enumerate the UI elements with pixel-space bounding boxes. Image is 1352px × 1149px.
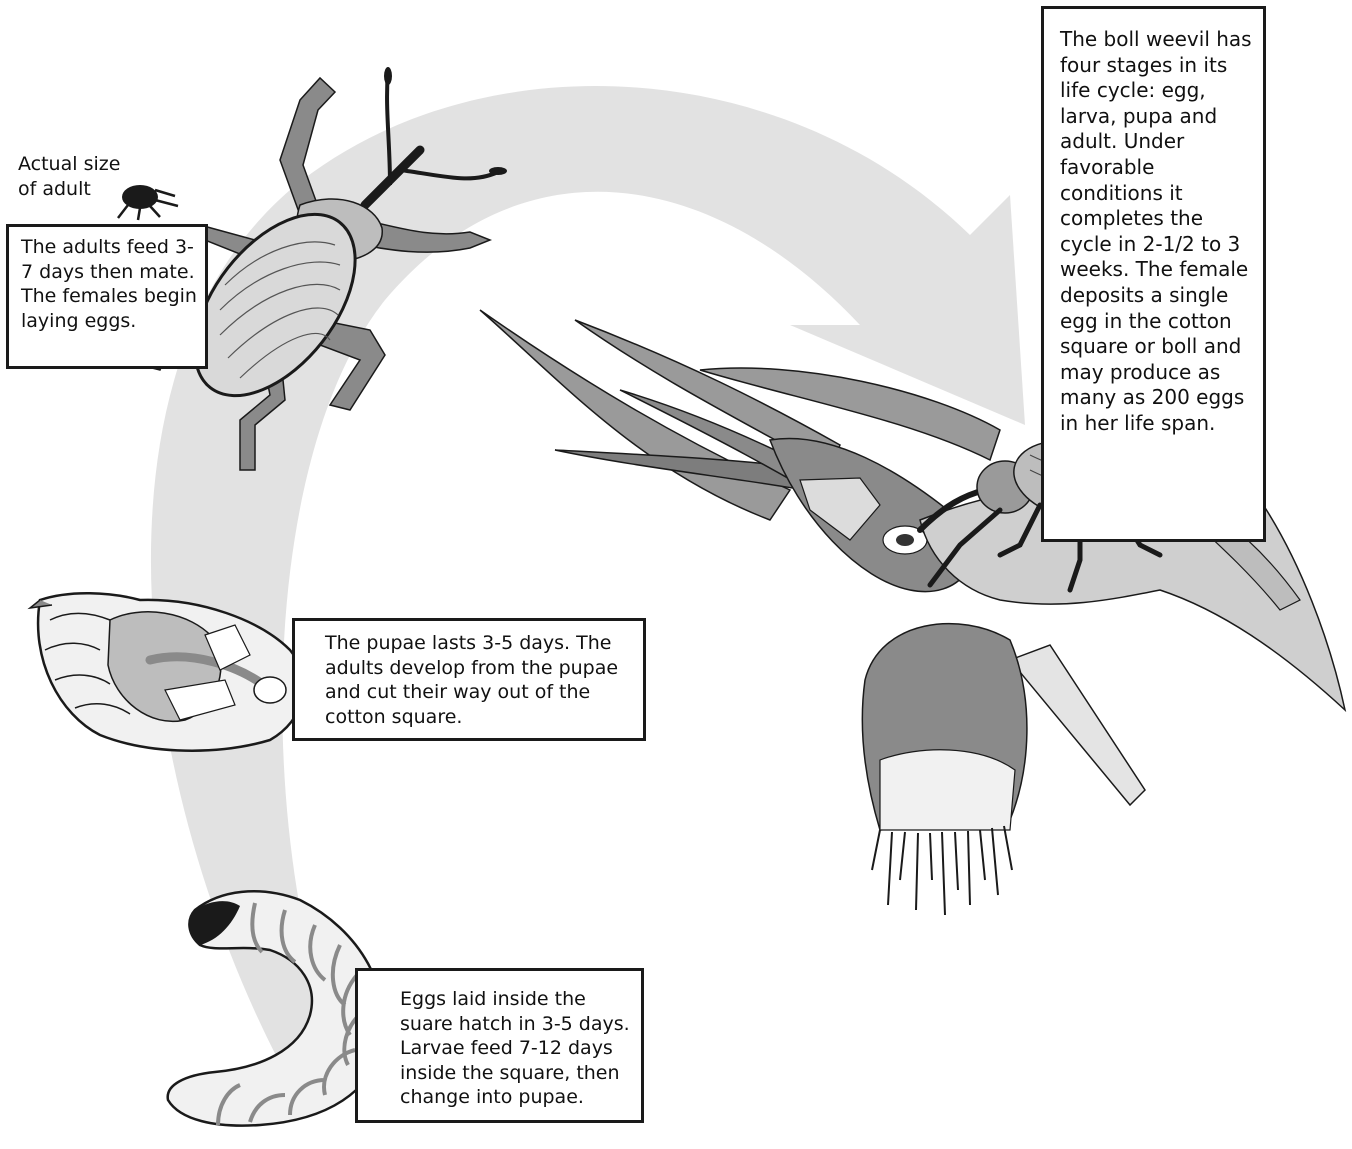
boll-weevil-actual-size-icon [118, 185, 178, 220]
larva-stage-callout: Eggs laid inside the suare hatch in 3-5 … [355, 968, 644, 1123]
actual-size-label: Actual size of adult [18, 152, 120, 202]
life-cycle-intro-callout: The boll weevil has four stages in its l… [1041, 6, 1266, 542]
adult-stage-callout: The adults feed 3-7 days then mate. The … [6, 224, 208, 369]
pupa-stage-callout: The pupae lasts 3-5 days. The adults dev… [292, 618, 646, 741]
